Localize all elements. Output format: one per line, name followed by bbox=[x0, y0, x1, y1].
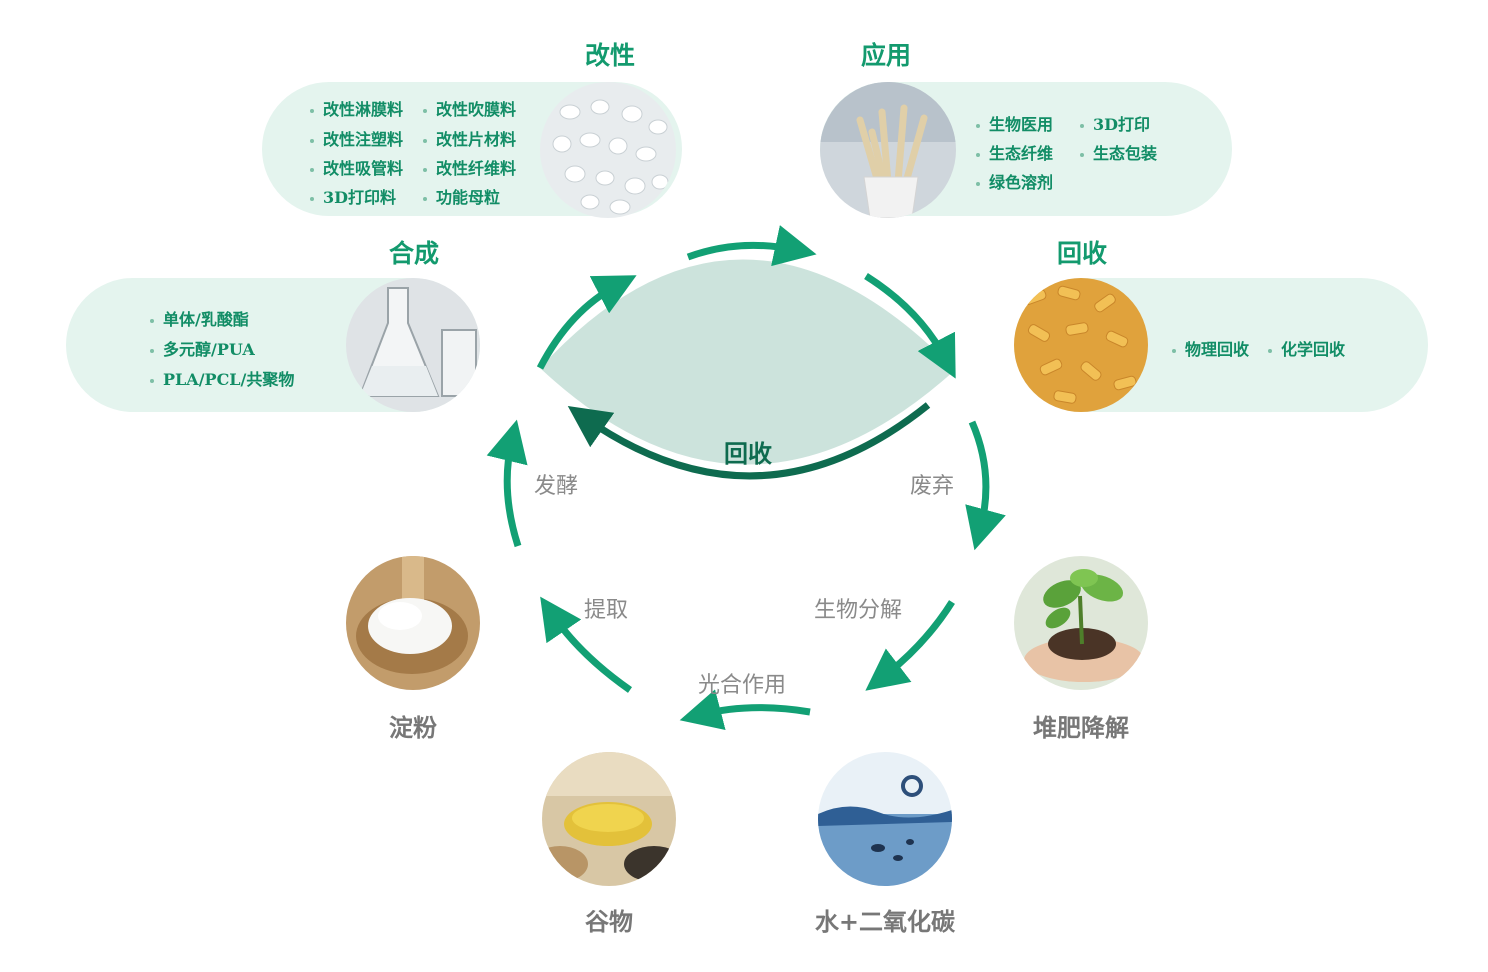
synthesis-title: 合成 bbox=[388, 239, 439, 268]
modify-item: 改性纤维料 bbox=[423, 155, 516, 179]
synthesis-item: PLA/PCL/共聚物 bbox=[150, 366, 294, 390]
recycle-item: 化学回收 bbox=[1268, 336, 1345, 360]
modify-title: 改性 bbox=[584, 41, 635, 70]
modify-item: 改性吸管料 bbox=[310, 155, 403, 179]
water-splash-image bbox=[818, 752, 952, 886]
node-compost: 堆肥降解 bbox=[1033, 713, 1129, 742]
arrow-extract bbox=[540, 596, 633, 693]
recycle-item: 物理回收 bbox=[1172, 336, 1249, 360]
modify-item: 3D打印料 bbox=[310, 184, 396, 208]
modify-item: 改性吹膜料 bbox=[423, 96, 516, 120]
center-recycle-label: 回收 bbox=[724, 439, 772, 468]
modify-item: 功能母粒 bbox=[423, 184, 500, 208]
grain-image bbox=[542, 752, 676, 886]
plastic-pellets-image bbox=[540, 82, 676, 218]
application-item: 生物医用 bbox=[976, 111, 1053, 135]
arrow-biodegrade bbox=[865, 600, 955, 691]
arrow-synthesis-to-modify bbox=[536, 275, 637, 370]
application-item: 生态包装 bbox=[1080, 140, 1157, 164]
node-grain: 谷物 bbox=[585, 907, 633, 936]
straws-cup-image bbox=[820, 82, 956, 218]
node-water-co2: 水+二氧化碳 bbox=[814, 907, 956, 936]
starch-image bbox=[346, 556, 480, 690]
application-item: 3D打印 bbox=[1080, 111, 1150, 135]
arrow-photosynthesis bbox=[679, 689, 811, 731]
modify-item: 改性淋膜料 bbox=[310, 96, 403, 120]
application-item: 生态纤维 bbox=[976, 140, 1053, 164]
arrow-modify-to-application bbox=[686, 225, 817, 267]
step-ferment: 发酵 bbox=[534, 474, 579, 499]
synthesis-item: 多元醇/PUA bbox=[150, 336, 255, 360]
center-lens bbox=[540, 259, 955, 465]
recycled-pellets-image bbox=[1014, 278, 1148, 412]
application-item: 绿色溶剂 bbox=[976, 169, 1053, 193]
arrow-discard bbox=[965, 420, 1006, 551]
application-title: 应用 bbox=[860, 41, 911, 70]
synthesis-item: 单体/乳酸酯 bbox=[150, 306, 249, 330]
arrow-recycle-back bbox=[567, 402, 931, 480]
arrow-ferment bbox=[486, 419, 528, 548]
node-starch: 淀粉 bbox=[389, 713, 437, 742]
step-discard: 废弃 bbox=[910, 474, 955, 499]
step-extract: 提取 bbox=[584, 598, 629, 623]
arrow-application-to-recycle bbox=[864, 273, 956, 379]
recycle-title: 回收 bbox=[1056, 239, 1107, 268]
modify-item: 改性片材料 bbox=[423, 126, 516, 150]
step-photosynthesis: 光合作用 bbox=[698, 673, 787, 698]
modify-item: 改性注塑料 bbox=[310, 126, 403, 150]
compost-plant-image bbox=[1014, 556, 1148, 690]
lab-flask-image bbox=[346, 278, 480, 412]
step-biodegrade: 生物分解 bbox=[814, 598, 903, 623]
